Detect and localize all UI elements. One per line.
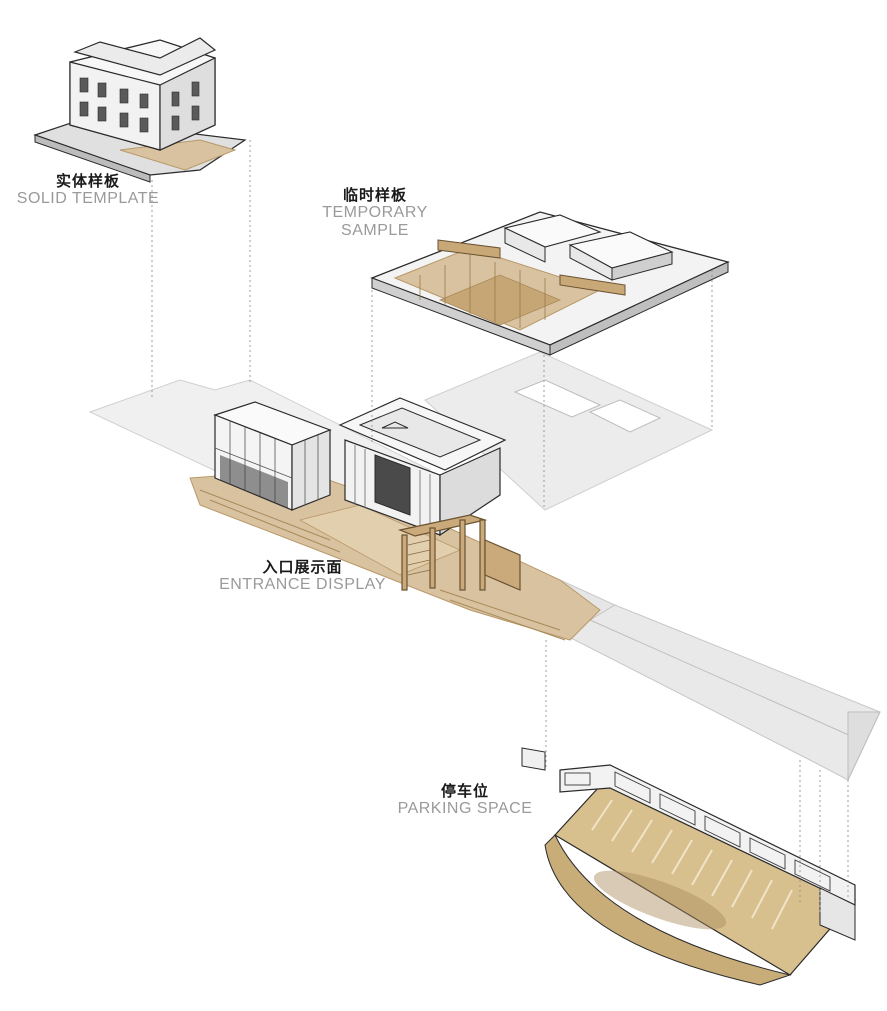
label-entrance-display-cn: 入口展示面 (262, 558, 343, 576)
label-entrance-display-en: ENTRANCE DISPLAY (219, 575, 386, 593)
projection-lines (151, 140, 849, 915)
label-entrance-display: 入口展示面 ENTRANCE DISPLAY (205, 559, 400, 594)
temporary-sample-model (370, 211, 730, 356)
label-parking-space: 停车位 PARKING SPACE (390, 783, 540, 818)
label-solid-template-en: SOLID TEMPLATE (16, 189, 160, 207)
label-parking-space-en: PARKING SPACE (397, 799, 533, 817)
parking-space-model (521, 747, 856, 986)
label-solid-template-cn: 实体样板 (55, 172, 120, 190)
label-temporary-sample-en-1: TEMPORARY (322, 203, 428, 221)
label-temporary-sample-en-2: SAMPLE (341, 221, 409, 239)
label-parking-space-cn: 停车位 (440, 782, 489, 800)
label-solid-template: 实体样板 SOLID TEMPLATE (8, 173, 168, 208)
solid-template-model (33, 37, 247, 183)
label-temporary-sample: 临时样板 TEMPORARY SAMPLE (310, 187, 440, 240)
label-temporary-sample-cn: 临时样板 (342, 186, 407, 204)
entrance-display-model (189, 397, 601, 641)
